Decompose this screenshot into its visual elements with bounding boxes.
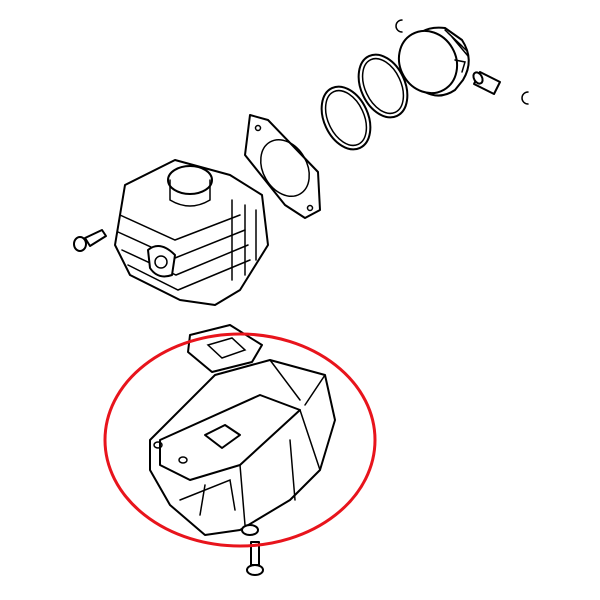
cylinder — [114, 159, 269, 306]
piston — [397, 26, 470, 97]
muffler-bolt — [246, 541, 264, 576]
circlip-right — [521, 91, 529, 105]
washer — [241, 524, 259, 536]
piston-ring-1-inner — [361, 57, 405, 115]
circlip-left — [395, 19, 403, 33]
piston-pin — [472, 71, 501, 95]
muffler — [149, 359, 336, 536]
highlight-circle — [103, 332, 377, 548]
cylinder-gasket — [244, 114, 321, 219]
piston-ring-2-inner — [324, 89, 368, 147]
cylinder-bolt — [73, 229, 107, 252]
